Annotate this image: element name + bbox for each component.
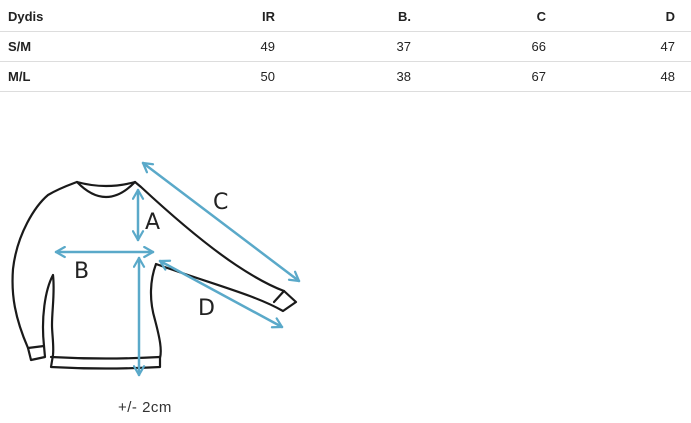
left-cuff [26,344,46,350]
cell-b: 37 [275,31,411,62]
right-cuff [272,289,286,304]
hem-band [49,355,162,360]
header-c: C [411,2,546,32]
size-table: Dydis IR B. C D S/M 49 37 66 47 M/L 50 3… [0,2,691,92]
tolerance-note: +/- 2cm [118,399,172,416]
neckline [75,180,137,198]
table-row: S/M 49 37 66 47 [0,31,691,62]
cell-c: 66 [411,31,546,62]
label-b: B [74,259,89,284]
arrow-d [158,259,284,329]
row-size-label: M/L [0,61,148,92]
header-size: Dydis [0,2,148,32]
cell-ir: 49 [148,31,275,62]
header-ir: IR [148,2,275,32]
cell-b: 38 [275,61,411,92]
measurement-arrows [54,161,301,377]
cell-d: 48 [546,61,691,92]
header-b: B. [275,2,411,32]
collar [75,180,137,188]
cell-d: 47 [546,31,691,62]
label-d: D [198,296,215,321]
label-c: C [213,190,228,215]
table-row: M/L 50 38 67 48 [0,61,691,92]
table-header-row: Dydis IR B. C D [0,2,691,32]
row-size-label: S/M [0,31,148,62]
header-d: D [546,2,691,32]
cell-c: 67 [411,61,546,92]
cell-ir: 50 [148,61,275,92]
label-a: A [145,210,160,235]
